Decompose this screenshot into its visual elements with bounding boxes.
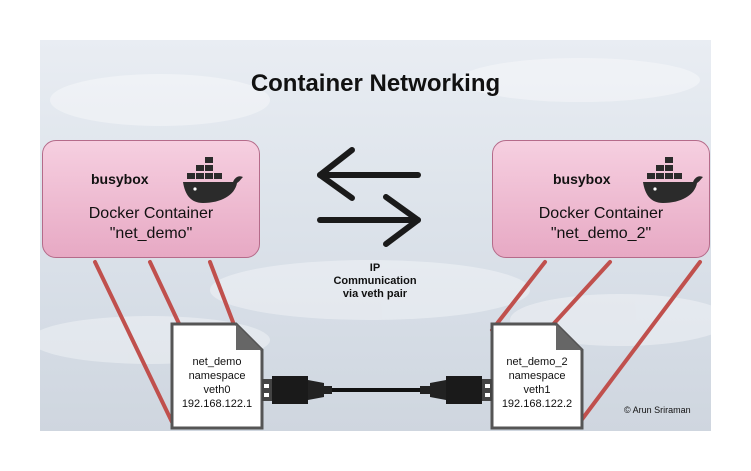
- veth-name-left: veth0: [203, 384, 231, 396]
- ip-label: IP: [369, 262, 381, 274]
- cloud-decoration: [40, 58, 711, 364]
- namespace-name-left: net_demo: [192, 356, 242, 368]
- right-container-links: [490, 260, 702, 424]
- diagram-graphics: [40, 58, 711, 430]
- left-container-links: [93, 260, 238, 424]
- docker-whale-icon: [183, 157, 243, 203]
- diagram-canvas: Container Networking busybox Docker Cont…: [40, 40, 711, 431]
- docker-container-box-net-demo: busybox Docker Container "net_demo": [42, 140, 260, 258]
- docker-container-box-net-demo-2: busybox Docker Container "net_demo_2": [492, 140, 710, 258]
- communication-label: Communication: [333, 275, 417, 287]
- namespace-kind-left: namespace: [188, 370, 246, 382]
- docker-whale-icon: [643, 157, 703, 203]
- usb-plug-icon: [420, 376, 492, 404]
- container-image-label: busybox: [91, 171, 149, 187]
- ip-address-right: 192.168.122.2: [501, 398, 573, 410]
- container-image-label: busybox: [553, 171, 611, 187]
- veth-pair-label: via veth pair: [342, 288, 408, 300]
- veth-name-right: veth1: [523, 384, 551, 396]
- page-title: Container Networking: [250, 70, 501, 97]
- usb-plug-icon: [262, 376, 332, 404]
- copyright-notice: © Arun Sriraman: [624, 405, 691, 415]
- container-name: "net_demo": [109, 225, 193, 242]
- bidirectional-arrows-icon: [317, 147, 421, 247]
- container-name: "net_demo_2": [550, 225, 652, 242]
- container-title: Docker Container: [538, 205, 664, 222]
- container-title: Docker Container: [88, 205, 214, 222]
- namespace-kind-right: namespace: [508, 370, 566, 382]
- namespace-doc-right: [490, 322, 584, 430]
- ip-address-left: 192.168.122.1: [181, 398, 253, 410]
- namespace-name-right: net_demo_2: [506, 356, 568, 368]
